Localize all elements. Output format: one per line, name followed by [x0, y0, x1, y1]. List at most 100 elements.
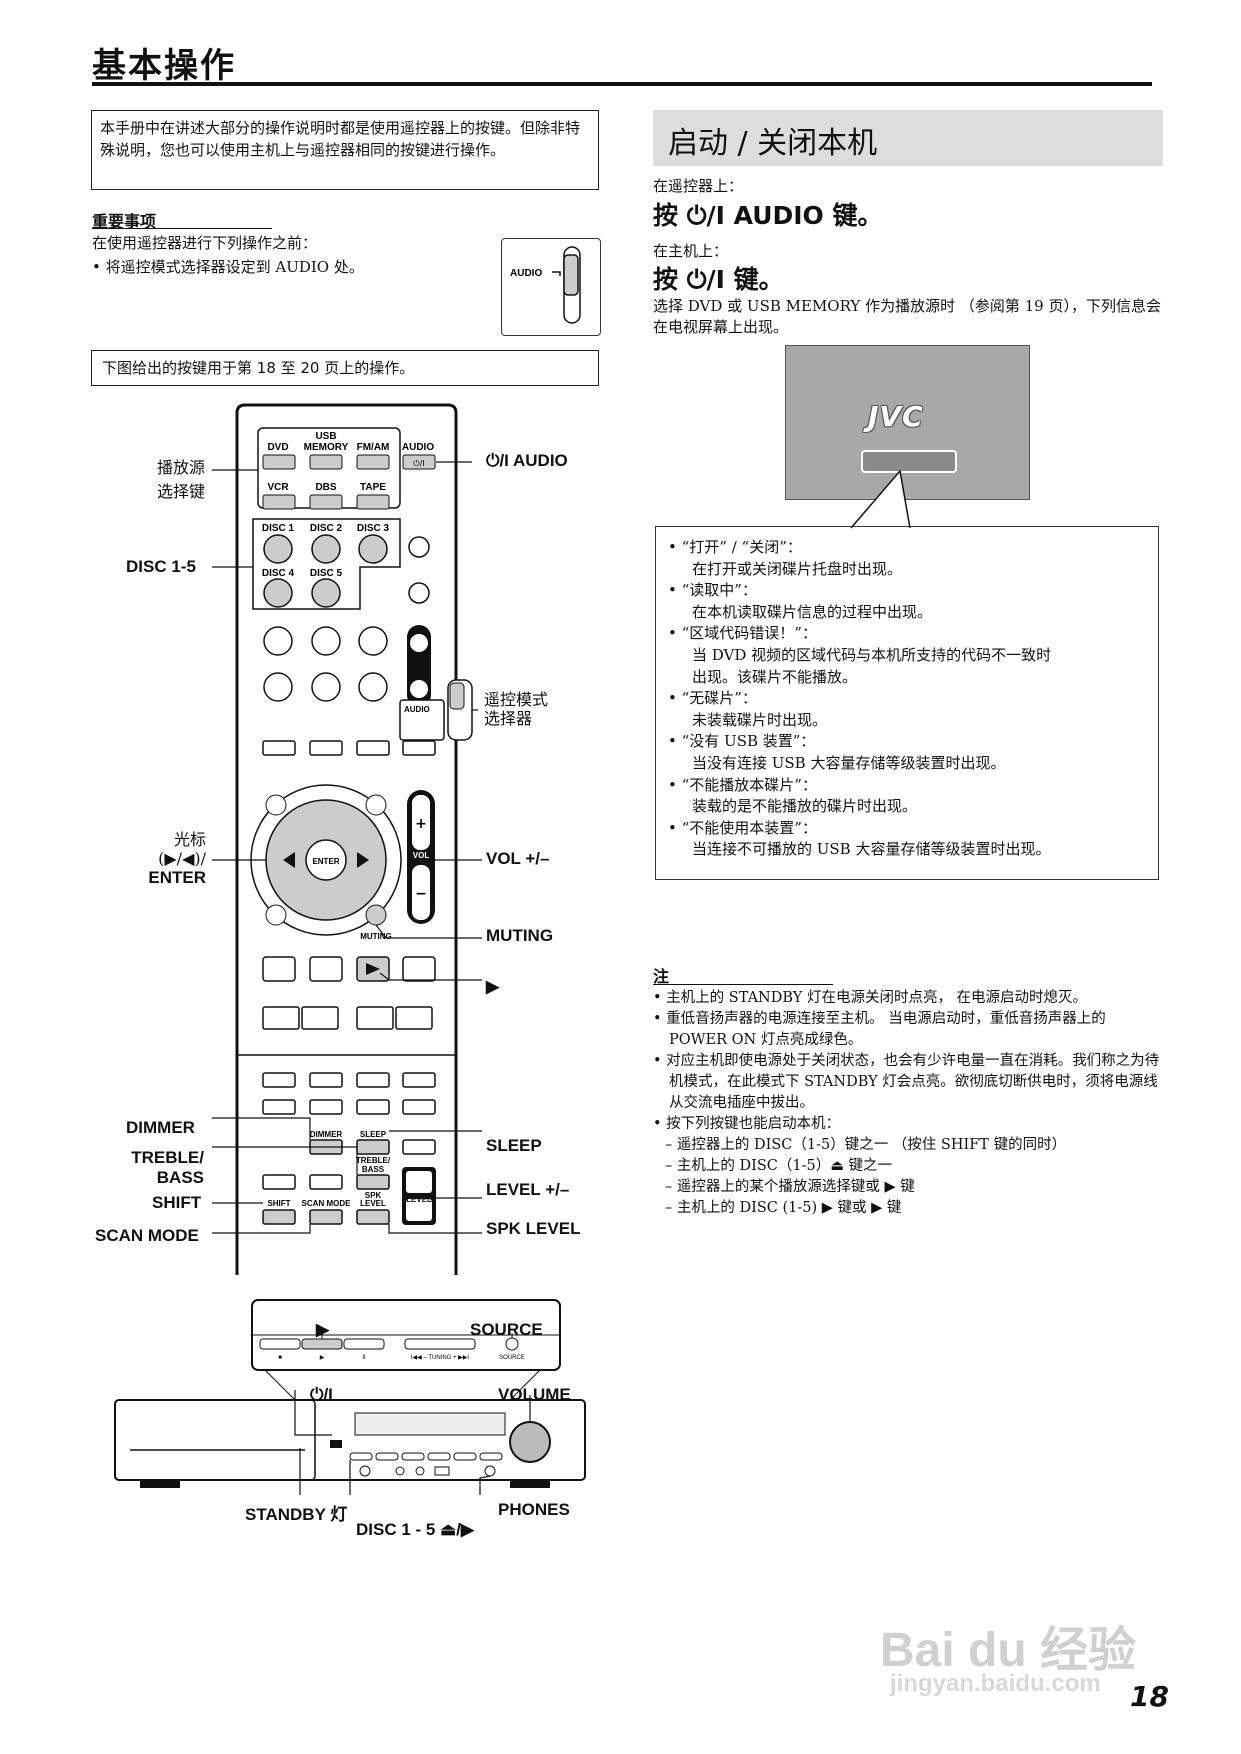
cursor-label-3: ENTER [148, 868, 206, 887]
phones-label: PHONES [498, 1500, 570, 1519]
important-bullet: • 将遥控模式选择器设定到 AUDIO 处。 [92, 258, 364, 276]
audio-power-button[interactable] [402, 454, 436, 470]
message-item: • “不能播放本碟片”： 装载的是不能播放的碟片时出现。 [668, 775, 1148, 818]
panel-stop-button[interactable] [259, 1338, 301, 1350]
sleep-button[interactable] [356, 1139, 390, 1155]
page-number: 18 [1130, 1680, 1169, 1713]
message-desc: 在打开或关闭碟片托盘时出现。 [692, 559, 903, 578]
level-btn-label: LEVEL [360, 1199, 386, 1208]
note-item: • 重低音扬声器的电源连接至主机。 当电源启动时，重低音扬声器上的 POWER … [653, 1011, 1106, 1048]
treble-btn-label: TREBLE/ [356, 1156, 391, 1165]
treble-label: TREBLE/ [131, 1148, 204, 1167]
fmam-label: FM/AM [357, 442, 390, 453]
spk-btn-label: SPK [365, 1191, 382, 1200]
enter-label: ENTER [312, 857, 339, 866]
spk-level-label: SPK LEVEL [486, 1219, 581, 1238]
note-item: • 对应主机即使电源处于关闭状态，也会有少许电量一直在消耗。我们称之为待机模式，… [653, 1053, 1160, 1111]
shift-btn-label: SHIFT [267, 1199, 290, 1208]
panel-play-button[interactable] [301, 1338, 343, 1350]
tape-button[interactable] [356, 494, 390, 510]
source-label: SOURCE [470, 1320, 543, 1339]
shift-button[interactable] [262, 1209, 296, 1225]
disc4-label: DISC 4 [262, 568, 295, 579]
source-select-label: 播放源 选择键 [150, 454, 205, 502]
unit-heading: 在主机上： [653, 242, 729, 260]
disc3-label: DISC 3 [357, 523, 390, 534]
dvd-button[interactable] [262, 454, 296, 470]
panel-tuning-button[interactable] [404, 1338, 476, 1350]
message-desc: 当连接不可播放的 USB 大容量存储等级装置时出现。 [692, 840, 1051, 859]
sleep-btn-label: SLEEP [360, 1130, 387, 1139]
shift-label: SHIFT [152, 1193, 202, 1212]
dbs-label: DBS [315, 482, 336, 493]
diagram-caption: 下图给出的按键用于第 18 至 20 页上的操作。 [91, 350, 599, 386]
message-item: • “打开” / “关闭”： 在打开或关闭碟片托盘时出现。 [668, 537, 1148, 580]
message-desc: 当 DVD 视频的区域代码与本机所支持的代码不一致时 [692, 645, 1052, 664]
selector-audio-label: AUDIO [510, 268, 542, 279]
watermark-logo: Bai du 经验 [880, 1624, 1137, 1677]
scan-mode-label: SCAN MODE [95, 1226, 199, 1245]
disc-label: DISC 1-5 [126, 557, 196, 576]
cursor-label: 光标 (▶/◀)/ ENTER [128, 830, 206, 887]
dimmer-btn-label: DIMMER [310, 1130, 343, 1139]
level-rocker-label: LEVEL [406, 1195, 432, 1204]
cursor-label-1: 光标 [173, 830, 206, 849]
message-title: • “无碟片”： [668, 689, 757, 708]
message-title: • “打开” / “关闭”： [668, 538, 802, 556]
level-label: LEVEL +/– [486, 1180, 570, 1199]
unit-play-label: ▶ [316, 1320, 330, 1339]
tv-screen [785, 345, 1030, 500]
disc1-button[interactable] [263, 534, 293, 564]
memory-label: MEMORY [304, 442, 349, 453]
scan-mode-btn-label: SCAN MODE [302, 1199, 352, 1208]
dvd-label: DVD [267, 442, 288, 453]
disc2-button[interactable] [311, 534, 341, 564]
message-title: • “不能播放本碟片”： [668, 775, 817, 794]
muting-label: MUTING [360, 932, 392, 941]
mode-selector-label: 遥控模式 选择器 [484, 690, 548, 728]
notes-list: • 主机上的 STANDBY 灯在电源关闭时点亮， 在电源启动时熄灭。 • 重低… [653, 988, 1163, 1219]
tv-message-bar [861, 450, 957, 473]
disc1-label: DISC 1 [262, 523, 295, 534]
volume-label: VOLUME [498, 1385, 571, 1404]
vcr-button[interactable] [262, 494, 296, 510]
panel-pause-button[interactable] [343, 1338, 385, 1350]
message-title: • “不能使用本装置”： [668, 818, 817, 837]
watermark-url: jingyan.baidu.com [890, 1670, 1101, 1697]
note-subitem: – 遥控器上的 DISC（1-5）键之一 （按住 SHIFT 键的同时） [665, 1137, 1067, 1153]
disc3-button[interactable] [358, 534, 388, 564]
muting-label: MUTING [486, 926, 554, 945]
note-item: • 按下列按键也能启动本机： [653, 1116, 841, 1132]
fmam-button[interactable] [356, 454, 390, 470]
scan-mode-button[interactable] [309, 1209, 343, 1225]
spk-level-button[interactable] [356, 1209, 390, 1225]
remote-heading: 在遥控器上： [653, 177, 744, 195]
bass-btn-label: BASS [362, 1165, 385, 1174]
remote-diagram: DVD USB MEMORY FM/AM AUDIO VCR DBS TAPE … [212, 403, 482, 1275]
play-label: ▶ [486, 977, 500, 996]
note-subitem: – 主机上的 DISC (1-5) ▶ 键或 ▶ 键 [665, 1200, 902, 1216]
standby-power-button[interactable] [330, 1440, 342, 1448]
cursor-label-2: (▶/◀)/ [158, 849, 206, 868]
panel-pause-label: II [362, 1355, 366, 1361]
treble-bass-label: TREBLE/ BASS [120, 1148, 204, 1188]
note-item: • 主机上的 STANDBY 灯在电源关闭时点亮， 在电源启动时熄灭。 [653, 990, 1088, 1006]
message-desc: 在本机读取碟片信息的过程中出现。 [692, 602, 933, 621]
disc5-button[interactable] [311, 578, 341, 608]
important-text: 在使用遥控器进行下列操作之前： [92, 234, 318, 252]
phones-jack[interactable] [484, 1465, 496, 1477]
usb-memory-button[interactable] [309, 454, 343, 470]
volume-knob[interactable] [509, 1421, 551, 1463]
enter-button[interactable] [305, 839, 347, 881]
mode-selector-label-2: 选择器 [484, 709, 533, 728]
disc4-button[interactable] [263, 578, 293, 608]
treble-bass-button[interactable] [356, 1174, 390, 1190]
message-desc: 装载的是不能播放的碟片时出现。 [692, 797, 918, 816]
note-subitem: – 主机上的 DISC（1-5）⏏ 键之一 [665, 1158, 893, 1174]
vol-label: VOL [413, 851, 430, 860]
intro-note: 本手册中在讲述大部分的操作说明时都是使用遥控器上的按键。但除非特殊说明，您也可以… [91, 110, 599, 190]
jvc-logo: JVC [868, 400, 924, 433]
section-title: 启动 / 关闭本机 [668, 126, 878, 161]
dbs-button[interactable] [309, 494, 343, 510]
notes-heading: 注 [653, 967, 670, 986]
